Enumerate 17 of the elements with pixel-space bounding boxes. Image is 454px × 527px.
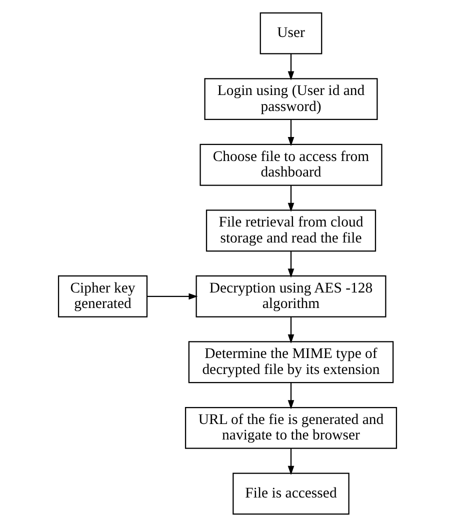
- arrow: [146, 293, 198, 300]
- node-box: Decryption using AES -128 algorithm: [195, 275, 386, 318]
- arrow: [287, 185, 294, 212]
- arrow: [287, 251, 294, 278]
- arrow: [287, 382, 294, 410]
- node-box: File is accessed: [232, 472, 349, 515]
- node-box: File retrieval from cloud storage and read the file: [205, 210, 376, 252]
- arrow: [287, 316, 294, 344]
- arrow: [287, 54, 294, 80]
- node-box: URL of the fie is generated and navigate to the browser: [184, 406, 397, 449]
- arrow: [287, 120, 294, 146]
- node-box: Cipher key generated: [57, 275, 148, 318]
- node-box: Login using (User id and password): [204, 78, 378, 120]
- node-box: Determine the MIME type of decrypted file by its extension: [188, 341, 394, 384]
- arrow: [287, 448, 294, 475]
- node-box: User: [259, 12, 322, 54]
- node-box: Choose file to access from dashboard: [199, 144, 382, 186]
